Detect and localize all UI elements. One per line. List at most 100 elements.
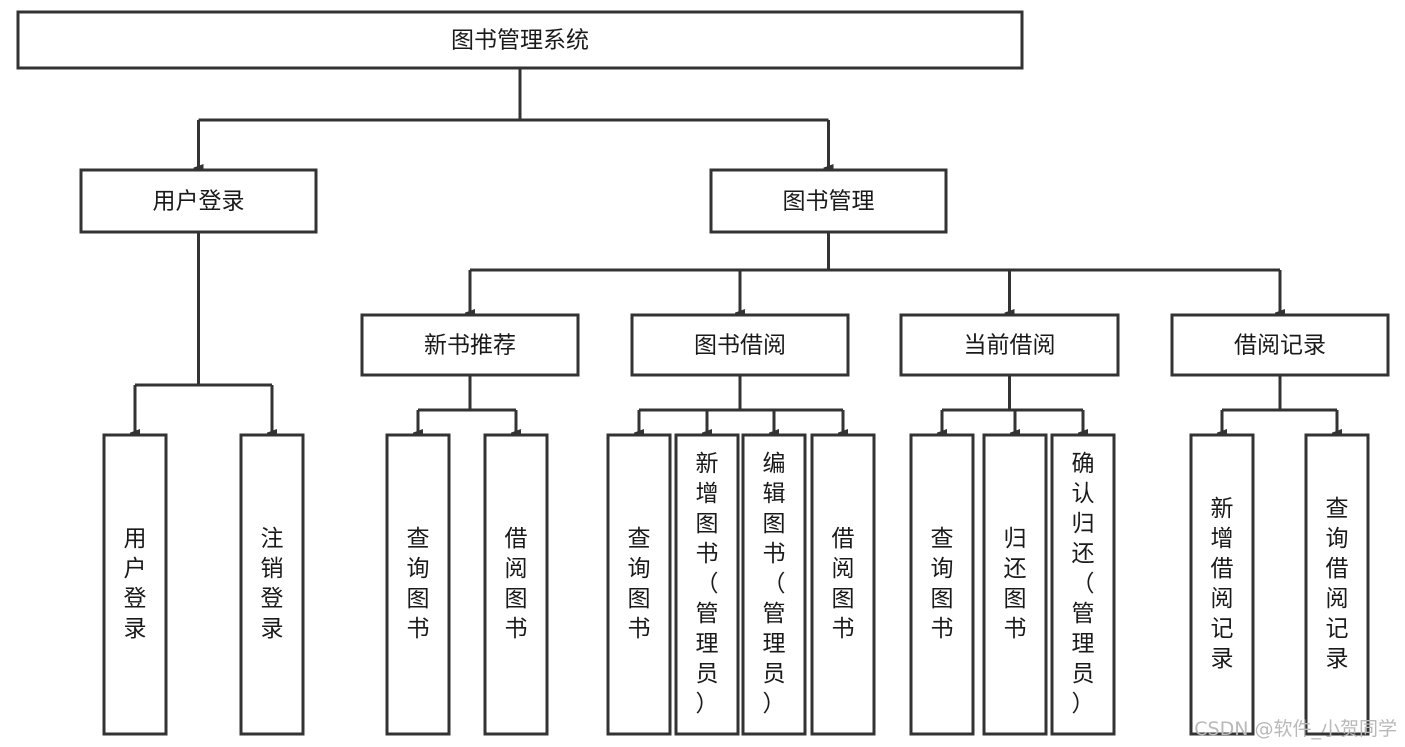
node-label-char: 书 (763, 541, 786, 567)
node-label-char: 管 (696, 601, 719, 627)
node-label-char: 增 (1211, 526, 1234, 552)
node-label-char: 录 (261, 616, 284, 642)
node-label-char: ） (696, 691, 719, 717)
node-label-char: ） (763, 691, 786, 717)
node-label-char: 图 (696, 511, 719, 537)
node-box[interactable] (810, 433, 876, 736)
node-box[interactable] (16, 10, 1024, 70)
node-box[interactable] (982, 433, 1048, 736)
node-label-char: 管 (1072, 601, 1095, 627)
node-label-char: 记 (1326, 616, 1349, 642)
node-label-char: 借 (1326, 556, 1349, 582)
node-box[interactable] (630, 313, 850, 377)
node-label-char: ） (1072, 691, 1095, 717)
node-label-char: 录 (1211, 646, 1234, 672)
node-label-char: 图 (628, 586, 651, 612)
node-label-char: 书 (931, 616, 954, 642)
node-label-char: 编 (763, 451, 786, 477)
node-label-char: 确 (1072, 451, 1095, 477)
node-box[interactable] (483, 433, 549, 736)
node-用户登录-l2-0-0[interactable]: 用户登录 (102, 433, 168, 736)
node-box[interactable] (1189, 433, 1255, 736)
connector-layer (135, 68, 1337, 433)
node-图书管理-l2-1[interactable]: 图书管理 (709, 168, 948, 234)
node-label-char: 借 (505, 526, 528, 552)
node-label-char: 销 (261, 556, 284, 582)
node-label-char: 员 (763, 661, 786, 687)
node-label-char: 新 (1211, 496, 1234, 522)
node-用户登录-l2-0[interactable]: 用户登录 (79, 168, 318, 234)
node-label-char: 图 (832, 586, 855, 612)
node-label-char: 注 (261, 526, 284, 552)
node-box[interactable] (1304, 433, 1370, 736)
node-label-char: 员 (696, 661, 719, 687)
node-label-char: 户 (124, 556, 147, 582)
node-label-char: 书 (407, 616, 430, 642)
node-label-char: 图 (1004, 586, 1027, 612)
node-label: 图书管理 (783, 189, 875, 215)
node-label-char: 借 (1211, 556, 1234, 582)
node-label-char: （ (1072, 571, 1095, 597)
node-box[interactable] (385, 433, 451, 736)
node-label-char: 理 (696, 631, 719, 657)
node-label-char: 新 (696, 451, 719, 477)
node-box[interactable] (1050, 433, 1116, 736)
node-label-char: 图 (931, 586, 954, 612)
node-label-char: 记 (1211, 616, 1234, 642)
node-label-char: 查 (1326, 496, 1349, 522)
node-layer: 图书管理系统用户登录用户登录注销登录图书管理新书推荐查询图书借阅图书图书借阅查询… (16, 10, 1390, 736)
node-label-char: 书 (832, 616, 855, 642)
node-label-char: 辑 (763, 481, 786, 507)
node-box[interactable] (79, 168, 318, 234)
node-box[interactable] (360, 313, 580, 377)
node-box[interactable] (102, 433, 168, 736)
node-当前借阅-l2-1-2[interactable]: 当前借阅 (899, 313, 1120, 377)
node-box[interactable] (239, 433, 305, 736)
node-label-char: 登 (261, 586, 284, 612)
node-label: 当前借阅 (964, 333, 1056, 359)
node-label-char: 理 (763, 631, 786, 657)
node-label-char: 阅 (832, 556, 855, 582)
node-label-char: 管 (763, 601, 786, 627)
node-box[interactable] (606, 433, 672, 736)
node-图书借阅-l2-1-1[interactable]: 图书借阅 (630, 313, 850, 377)
node-label-char: 归 (1004, 526, 1027, 552)
node-label: 图书管理系统 (451, 28, 589, 54)
node-新书推荐-l2-1-0[interactable]: 新书推荐 (360, 313, 580, 377)
node-label-char: 阅 (505, 556, 528, 582)
node-box[interactable] (1170, 313, 1390, 377)
node-box[interactable] (674, 433, 740, 736)
node-box[interactable] (899, 313, 1120, 377)
node-label: 用户登录 (153, 189, 245, 215)
node-label-char: 询 (407, 556, 430, 582)
node-label-char: （ (763, 571, 786, 597)
node-box[interactable] (741, 433, 807, 736)
node-label-char: 认 (1072, 481, 1095, 507)
node-label: 新书推荐 (424, 333, 516, 359)
node-box[interactable] (909, 433, 975, 736)
node-label-char: （ (696, 571, 719, 597)
node-借阅记录-l2-1-3[interactable]: 借阅记录 (1170, 313, 1390, 377)
node-box[interactable] (709, 168, 948, 234)
node-label-char: 员 (1072, 661, 1095, 687)
node-label-char: 询 (931, 556, 954, 582)
node-label-char: 询 (1326, 526, 1349, 552)
node-label-char: 书 (628, 616, 651, 642)
node-label-char: 查 (931, 526, 954, 552)
node-图书管理系统-0[interactable]: 图书管理系统 (16, 10, 1024, 70)
node-label-char: 图 (505, 586, 528, 612)
node-label-char: 录 (1326, 646, 1349, 672)
